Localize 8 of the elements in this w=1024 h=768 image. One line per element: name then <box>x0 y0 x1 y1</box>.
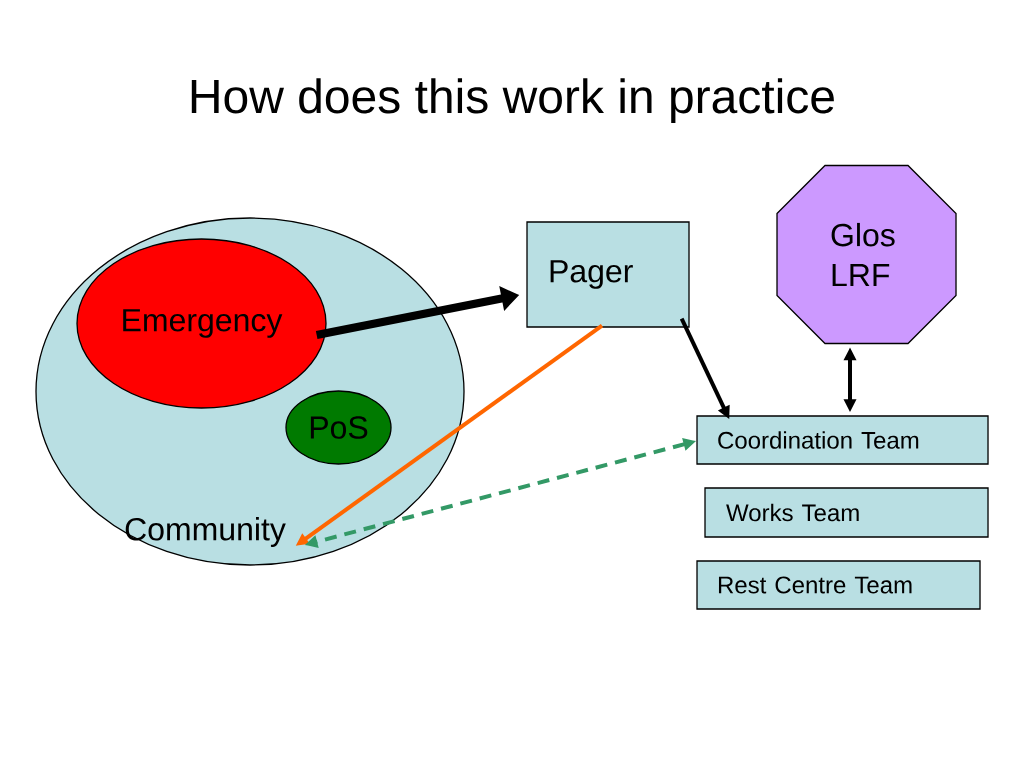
box-node: Pager <box>526 221 690 328</box>
octagon-node: Glos LRF <box>776 164 957 345</box>
ellipse-node: Emergency <box>76 238 327 409</box>
box-node: Rest Centre Team <box>696 560 981 610</box>
box-node: Works Team <box>704 487 989 538</box>
box-node: Coordination Team <box>696 415 989 465</box>
ellipse-node: PoS <box>285 390 392 465</box>
title: How does this work in practice <box>191 78 834 123</box>
